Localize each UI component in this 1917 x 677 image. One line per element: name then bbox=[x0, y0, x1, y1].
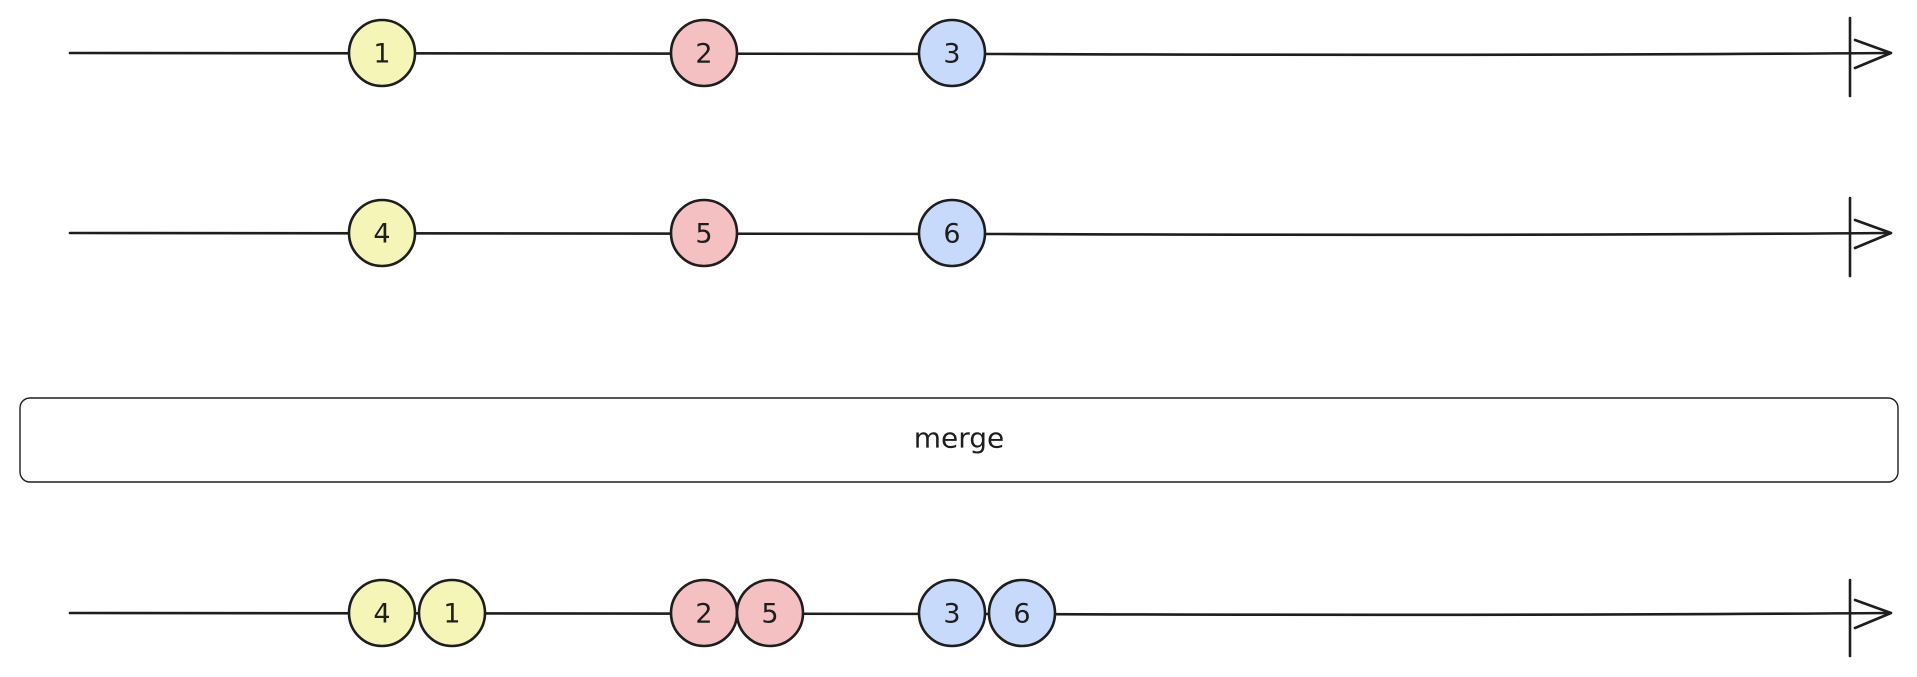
marble-circle bbox=[917, 578, 987, 648]
marble-label: 5 bbox=[695, 219, 712, 250]
marble-circle bbox=[347, 198, 417, 268]
marble-circle bbox=[417, 578, 487, 648]
marble: 5 bbox=[669, 198, 739, 268]
marble-circle bbox=[987, 578, 1057, 648]
marble: 1 bbox=[417, 578, 487, 648]
arrow-head-icon bbox=[1853, 598, 1893, 630]
marble: 4 bbox=[347, 198, 417, 268]
input-stream-2: 4 5 6 bbox=[68, 196, 1893, 278]
marble: 6 bbox=[987, 578, 1057, 648]
operator-label: merge bbox=[914, 422, 1005, 455]
marble-label: 1 bbox=[373, 39, 390, 70]
marble-label: 6 bbox=[943, 219, 960, 250]
marble: 5 bbox=[735, 578, 805, 648]
marble-label: 6 bbox=[1013, 599, 1030, 630]
arrow-head-icon bbox=[1853, 38, 1893, 70]
marbles: 4 5 6 bbox=[347, 198, 987, 268]
marble-label: 3 bbox=[943, 39, 960, 70]
marble-label: 2 bbox=[695, 39, 712, 70]
operator-box: merge bbox=[19, 397, 1899, 483]
marble: 2 bbox=[669, 18, 739, 88]
marble: 3 bbox=[917, 18, 987, 88]
marble-circle bbox=[669, 18, 739, 88]
marble-circle bbox=[917, 18, 987, 88]
marble: 3 bbox=[917, 578, 987, 648]
marble-circle bbox=[669, 198, 739, 268]
marble-circle bbox=[735, 578, 805, 648]
marble-label: 1 bbox=[443, 599, 460, 630]
marble-label: 4 bbox=[373, 599, 390, 630]
output-stream: 4 1 2 5 3 6 bbox=[68, 578, 1893, 658]
operator-box-frame bbox=[19, 397, 1899, 483]
arrow-head-icon bbox=[1853, 218, 1893, 250]
input-stream-1: 1 2 3 bbox=[68, 16, 1893, 98]
marble-circle bbox=[347, 18, 417, 88]
marbles: 4 1 2 5 3 6 bbox=[347, 578, 1057, 648]
marble: 1 bbox=[347, 18, 417, 88]
marble-label: 5 bbox=[761, 599, 778, 630]
marble-label: 3 bbox=[943, 599, 960, 630]
marble: 2 bbox=[669, 578, 739, 648]
marble: 4 bbox=[347, 578, 417, 648]
marble-label: 2 bbox=[695, 599, 712, 630]
marble: 6 bbox=[917, 198, 987, 268]
marble-circle bbox=[917, 198, 987, 268]
marbles: 1 2 3 bbox=[347, 18, 987, 88]
marble-label: 4 bbox=[373, 219, 390, 250]
marble-circle bbox=[347, 578, 417, 648]
